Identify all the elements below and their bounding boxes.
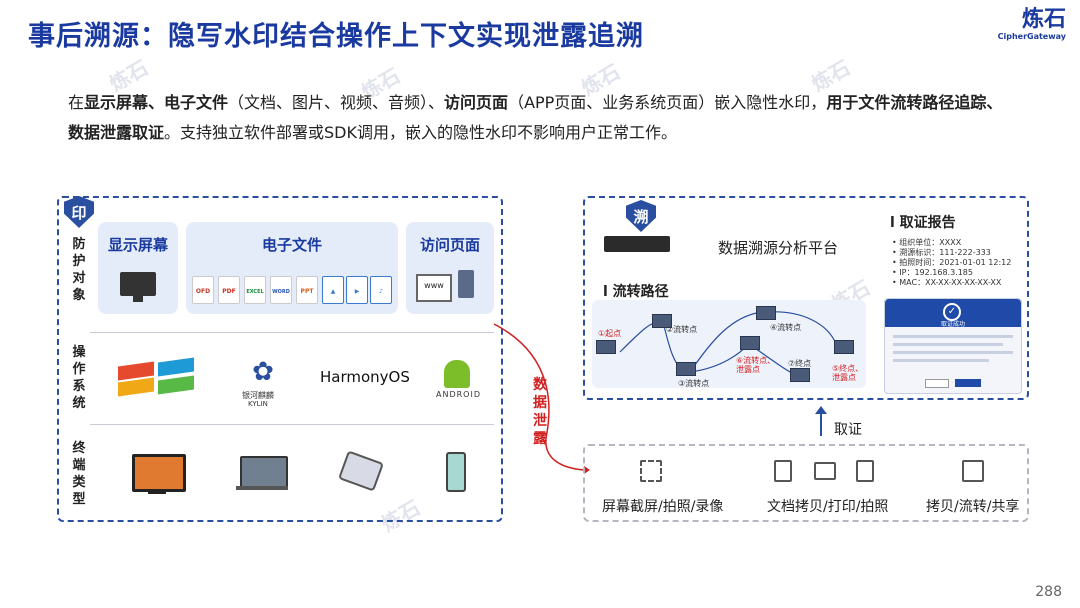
evidence-screen: ✓ 取证成功 — [884, 298, 1022, 394]
node-pc-icon — [740, 336, 760, 350]
report-title: l 取证报告 — [890, 215, 956, 231]
word-file-icon: WORD — [270, 276, 292, 304]
protection-panel — [57, 196, 503, 522]
browser-icon: www — [416, 274, 452, 302]
screenshot-icon — [640, 460, 662, 482]
node-pc-icon — [676, 362, 696, 376]
camera-doc-icon — [856, 460, 874, 482]
kylin-logo-icon: ✿ — [252, 357, 274, 387]
flow-node-7: ⑦终点 — [788, 359, 812, 368]
node-pc-icon — [652, 314, 672, 328]
monitor-stand — [148, 490, 166, 494]
divider — [90, 332, 494, 333]
action-share: 拷贝/流转/共享 — [926, 499, 1020, 515]
server-icon — [604, 236, 670, 252]
image-file-icon: ▲ — [322, 276, 344, 304]
platform-title: 数据溯源分析平台 — [718, 239, 839, 257]
dialog-button[interactable] — [925, 379, 949, 388]
check-icon: ✓ — [943, 303, 961, 321]
flow-node-2: ②流转点 — [666, 325, 698, 334]
node-pc-icon — [756, 306, 776, 320]
report-item: MAC：XX-XX-XX-XX-XX-XX — [892, 278, 1011, 288]
logo-en: CipherGateway — [997, 32, 1066, 41]
os-kylin-label: 银河麒麟 — [242, 391, 274, 400]
action-screen: 屏幕截屏/拍照/录像 — [602, 499, 724, 515]
card-screen-title: 显示屏幕 — [107, 236, 168, 254]
windows-logo-icon — [118, 357, 196, 397]
leak-label: 数据泄露 — [533, 377, 547, 447]
evidence-success-text: 取证成功 — [940, 321, 965, 328]
report-item: 溯源标识：111-222-333 — [892, 248, 1011, 258]
flow-node-4: ④流转点 — [770, 323, 802, 332]
card-file: 电子文件 OFD PDF EXCEL WORD PPT ▲ ▶ ♪ — [186, 222, 398, 314]
android-logo-icon — [444, 360, 470, 388]
flow-lines — [619, 311, 837, 377]
action-document: 文档拷贝/打印/拍照 — [767, 499, 889, 515]
ofd-file-icon: OFD — [192, 276, 214, 304]
flow-node-6: ⑥流转点、泄露点 — [736, 356, 776, 374]
page-number: 288 — [1035, 584, 1062, 600]
trace-platform-panel — [583, 196, 1029, 400]
dialog-confirm-button[interactable] — [955, 379, 981, 387]
flow-node-3: ③流转点 — [678, 379, 710, 388]
document-icon — [774, 460, 792, 482]
flow-title: l 流转路径 — [603, 284, 669, 300]
divider — [90, 424, 494, 425]
laptop-icon — [240, 456, 288, 488]
report-item: 拍照时间：2021-01-01 12:12 — [892, 258, 1011, 268]
mobile-app-icon — [458, 270, 474, 298]
row-label-terminal: 终端类型 — [72, 441, 86, 507]
flow-node-start: ①起点 — [598, 329, 622, 338]
intro-paragraph: 在显示屏幕、电子文件（文档、图片、视频、音频）、访问页面（APP页面、业务系统页… — [68, 93, 1003, 142]
node-pc-icon — [596, 340, 616, 354]
card-page: 访问页面 www — [406, 222, 494, 314]
excel-file-icon: EXCEL — [244, 276, 266, 304]
os-harmony-label: HarmonyOS — [320, 368, 410, 386]
page-title: 事后溯源：隐写水印结合操作上下文实现泄露追溯 — [28, 21, 644, 52]
node-pc-icon — [834, 340, 854, 354]
evidence-screen-header: ✓ 取证成功 — [885, 299, 1021, 328]
row-label-os: 操作系统 — [72, 345, 86, 411]
logo-cn: 炼石 — [1021, 7, 1066, 32]
laptop-base — [236, 486, 288, 490]
leak-actions-panel — [583, 444, 1029, 522]
up-arrow-icon — [815, 406, 827, 436]
leak-arrow — [493, 323, 590, 474]
video-file-icon: ▶ — [346, 276, 368, 304]
os-kylin-en-label: KYLIN — [248, 400, 268, 408]
share-icon — [962, 460, 984, 482]
phone-icon — [446, 452, 466, 492]
card-file-title: 电子文件 — [261, 236, 322, 254]
pdf-file-icon: PDF — [218, 276, 240, 304]
desktop-monitor-icon — [132, 454, 186, 492]
node-pc-icon — [790, 368, 810, 382]
report-item: IP：192.168.3.185 — [892, 268, 1011, 278]
flow-node-5: ⑤终点、泄露点 — [832, 364, 864, 382]
card-screen: 显示屏幕 — [98, 222, 178, 314]
company-logo: 炼石 CipherGateway — [997, 7, 1066, 42]
report-list: 组织单位：XXXX 溯源标识：111-222-333 拍照时间：2021-01-… — [892, 238, 1011, 288]
row-label-protect: 防护对象 — [72, 237, 86, 303]
monitor-icon — [120, 272, 156, 302]
card-page-title: 访问页面 — [419, 236, 480, 254]
os-android-label: ANDROID — [436, 390, 481, 399]
flow-diagram — [592, 300, 866, 388]
printer-icon — [814, 462, 836, 480]
evidence-label: 取证 — [834, 422, 862, 438]
report-item: 组织单位：XXXX — [892, 238, 1011, 248]
audio-file-icon: ♪ — [370, 276, 392, 304]
ppt-file-icon: PPT — [296, 276, 318, 304]
